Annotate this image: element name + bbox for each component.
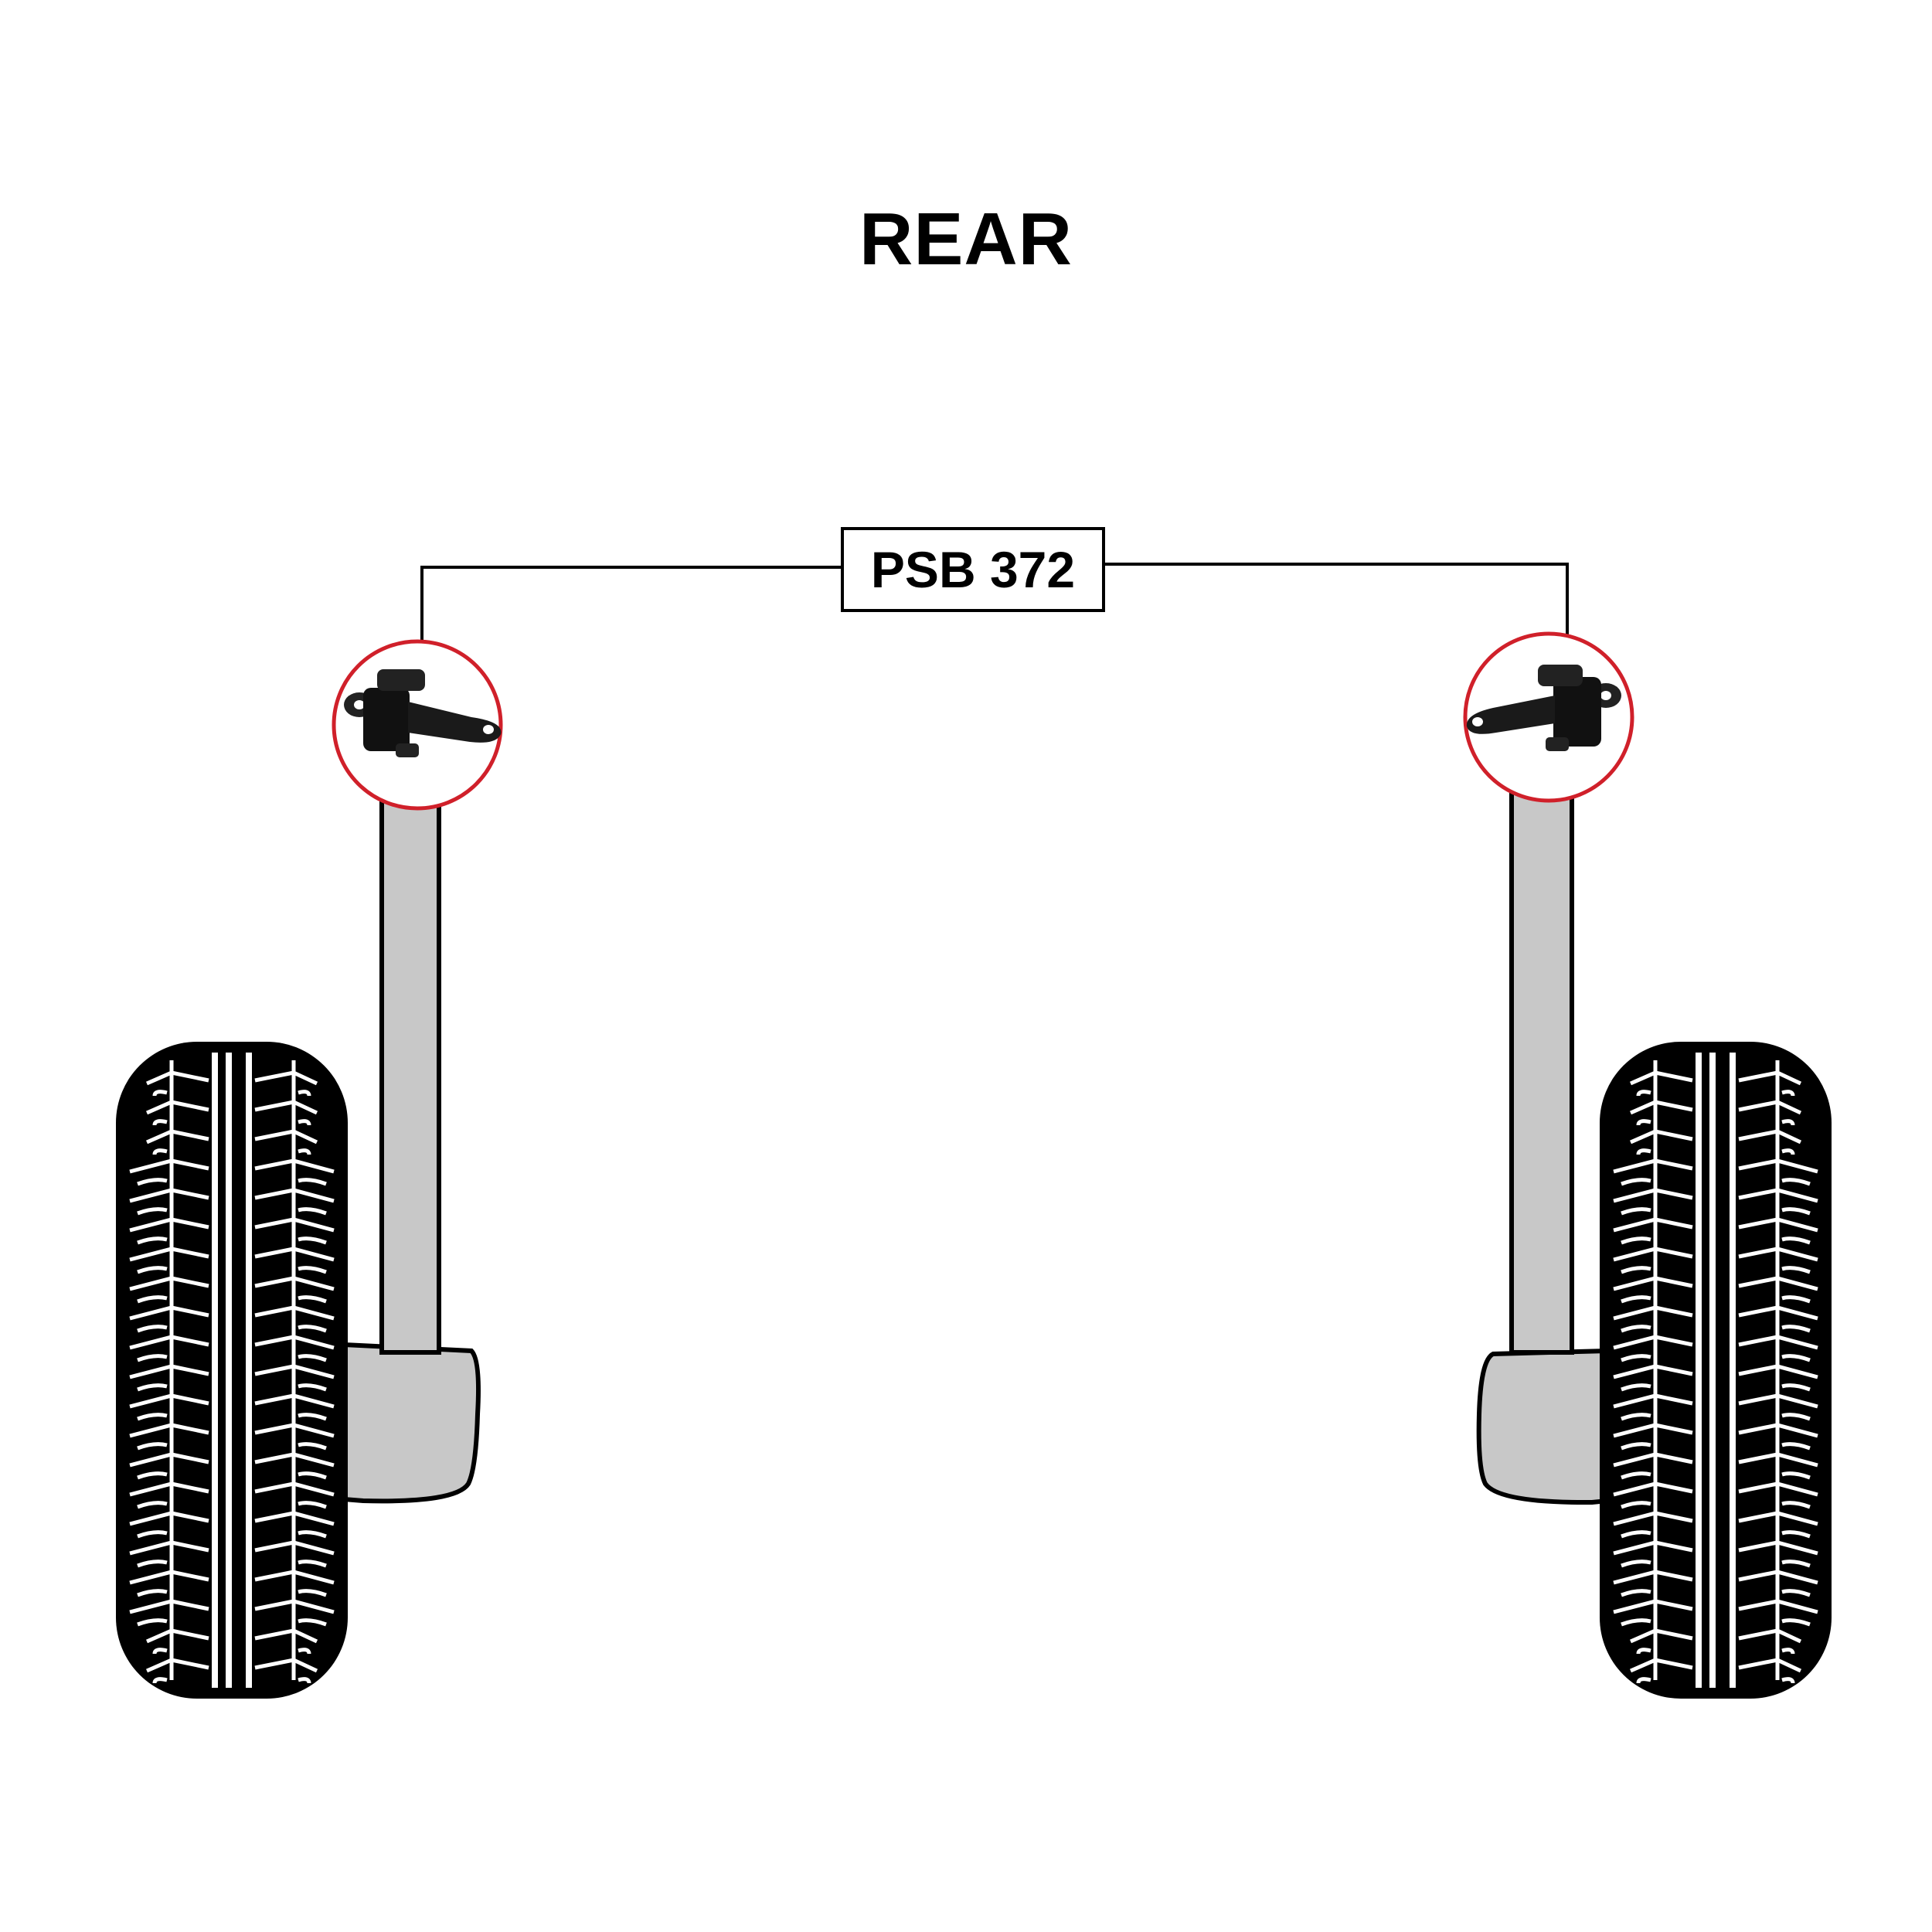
diagram-title: REAR (859, 198, 1073, 281)
part-number-label: PSB 372 (841, 527, 1105, 612)
left-bush-icon (344, 669, 502, 757)
tyre-tread (129, 1053, 335, 1688)
left-leader-line (420, 566, 841, 643)
right-wheel (1600, 1042, 1832, 1699)
left-wheel (116, 1042, 348, 1699)
right-leader-line (1105, 563, 1569, 635)
left-suspension-arm (342, 786, 481, 1504)
right-bush-callout (1463, 631, 1634, 803)
right-bush-icon (1466, 665, 1621, 751)
right-suspension-arm (1476, 778, 1610, 1505)
tyre-tread (1613, 1053, 1818, 1688)
left-bush-callout (332, 639, 503, 811)
